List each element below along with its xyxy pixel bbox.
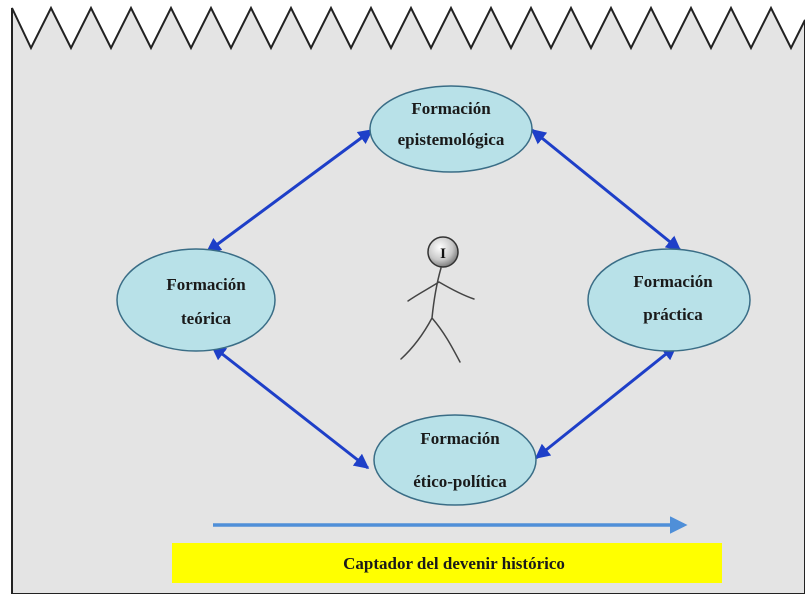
node-etico-politica: Formación ético-política [373, 414, 537, 506]
node-etico-politica-line2: ético-política [413, 472, 507, 491]
connector-epistemologica-practica [530, 128, 682, 252]
node-etico-politica-line1: Formación [420, 429, 500, 448]
stick-figure-body [400, 267, 475, 363]
node-practica: Formación práctica [587, 248, 751, 352]
node-epistemologica-line2: epistemológica [398, 130, 505, 149]
stick-figure-icon: I [400, 236, 475, 363]
node-epistemologica-shape [369, 85, 533, 173]
connector-practica-etico-politica [534, 344, 678, 460]
caption-bar-background [172, 543, 722, 583]
node-practica-line1: Formación [633, 272, 713, 291]
caption-text: Captador del devenir histórico [343, 554, 565, 573]
node-teorica-shape [116, 248, 276, 352]
stick-figure-head [427, 236, 459, 268]
node-practica-shape [587, 248, 751, 352]
stick-figure-head-label: I [440, 246, 446, 262]
node-teorica-line2: teórica [181, 309, 232, 328]
node-etico-politica-shape [373, 414, 537, 506]
node-practica-line2: práctica [643, 305, 703, 324]
caption-bar: Captador del devenir histórico [172, 543, 722, 583]
node-teorica: Formación teórica [116, 248, 276, 352]
node-epistemologica-line1: Formación [411, 99, 491, 118]
connector-epistemologica-teorica [205, 128, 374, 254]
node-epistemologica: Formación epistemológica [369, 85, 533, 173]
node-teorica-line1: Formación [166, 275, 246, 294]
connector-teorica-etico-politica [210, 344, 370, 470]
